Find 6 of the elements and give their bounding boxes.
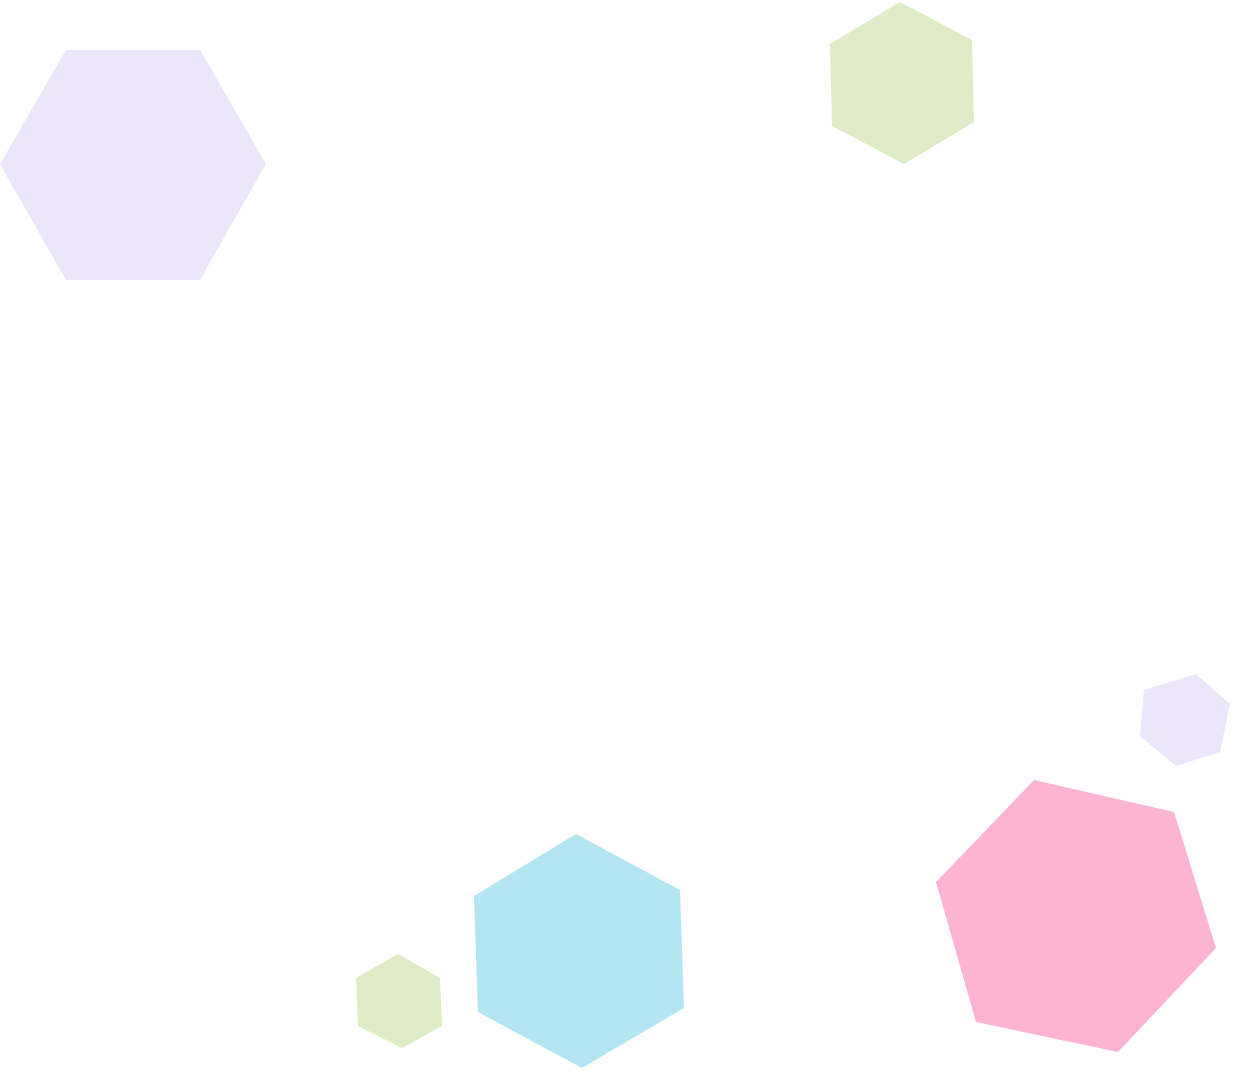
hexagon-shape (936, 780, 1216, 1052)
hexagon-shape (356, 954, 442, 1048)
hexagon-shape (0, 50, 266, 280)
hexagon-shape (830, 2, 974, 164)
hexagon-shape (474, 834, 684, 1068)
hexagon-shape (1140, 674, 1230, 766)
